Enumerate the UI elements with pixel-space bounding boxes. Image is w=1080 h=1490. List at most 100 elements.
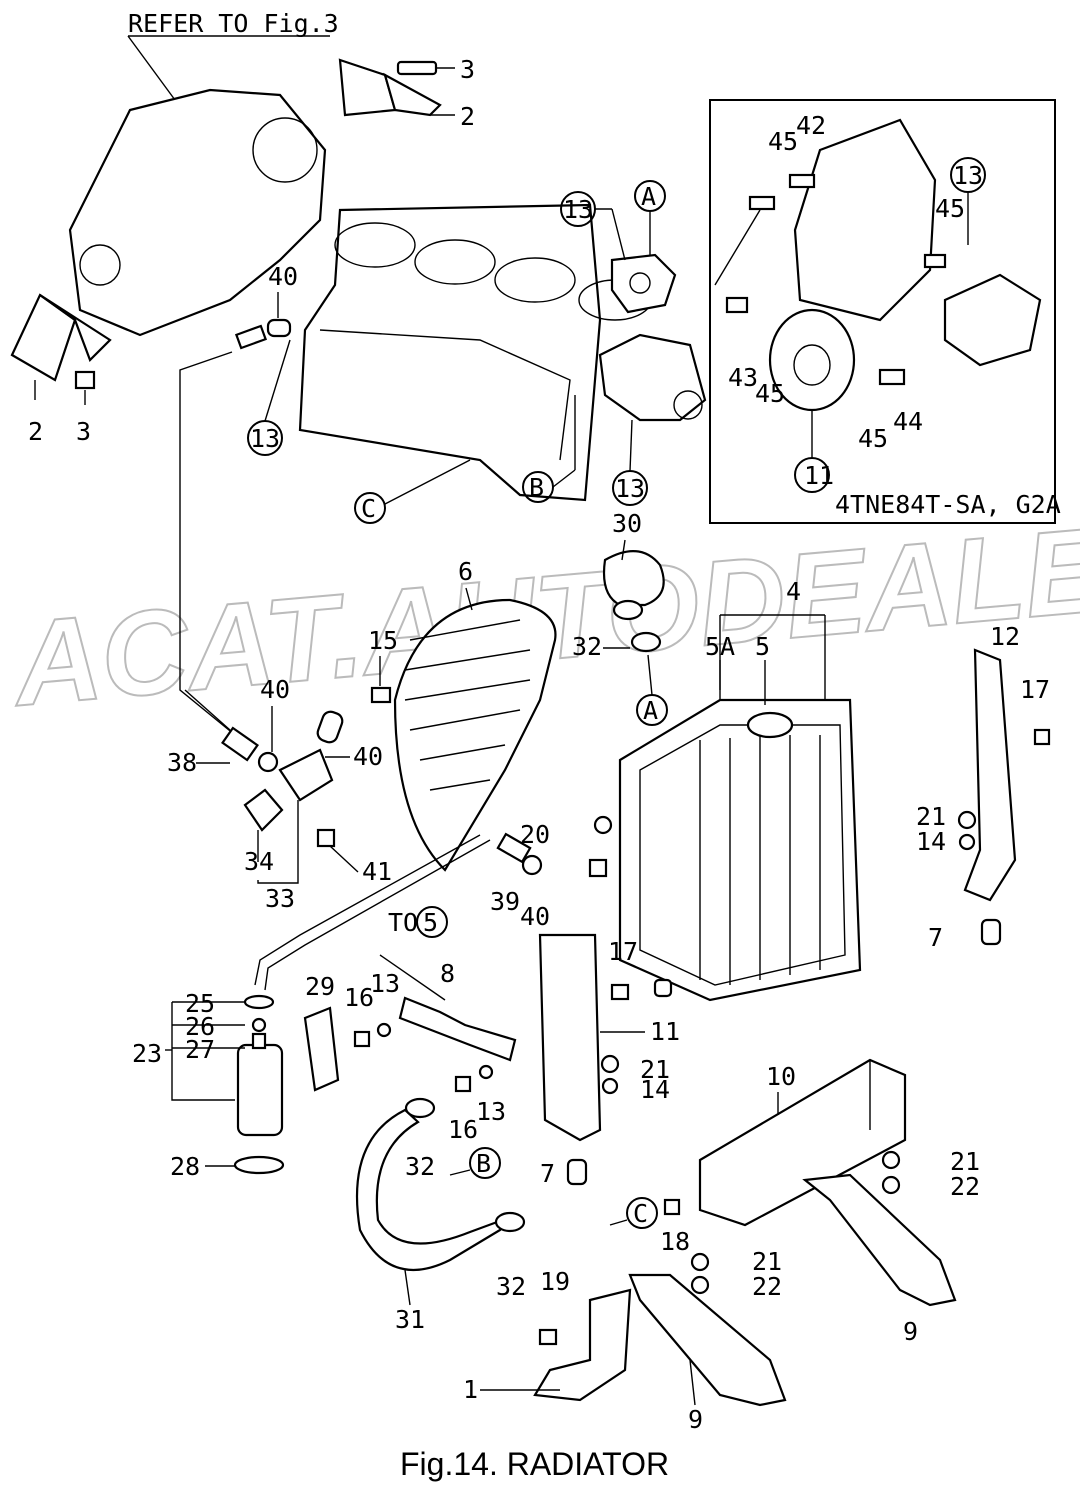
svg-text:TO: TO [388, 908, 418, 937]
svg-text:6: 6 [458, 557, 473, 586]
svg-text:13: 13 [563, 195, 593, 224]
svg-text:23: 23 [132, 1039, 162, 1068]
svg-text:25: 25 [185, 989, 215, 1018]
bolt-15 [370, 686, 392, 704]
rubber-mount-7-right [980, 918, 1002, 946]
svg-text:16: 16 [448, 1115, 478, 1144]
nut-21-right [957, 810, 977, 830]
svg-text:29: 29 [305, 972, 335, 1001]
hose-40-mid [316, 710, 344, 744]
bolt-17-right [1033, 728, 1051, 746]
svg-text:4: 4 [786, 577, 801, 606]
fan-shroud [393, 598, 557, 872]
svg-text:45: 45 [858, 424, 888, 453]
hose-39 [496, 832, 532, 864]
svg-text:13: 13 [370, 969, 400, 998]
hose-38 [221, 726, 259, 762]
variant-note: 4TNE84T-SA, G2A [835, 490, 1061, 519]
svg-text:12: 12 [990, 622, 1020, 651]
svg-text:40: 40 [520, 902, 550, 931]
variant-inset-box [709, 99, 1056, 524]
figure-title: Fig.14. RADIATOR [400, 1446, 669, 1482]
svg-text:40: 40 [268, 262, 298, 291]
svg-text:5: 5 [755, 632, 770, 661]
svg-text:34: 34 [244, 847, 274, 876]
svg-text:45: 45 [768, 127, 798, 156]
tube-27 [251, 1032, 267, 1050]
svg-text:2: 2 [28, 417, 43, 446]
svg-text:13: 13 [953, 161, 983, 190]
svg-text:43: 43 [728, 363, 758, 392]
bracket-2-top [338, 58, 397, 117]
svg-text:A: A [641, 182, 656, 211]
inset-timing-gear-case [793, 118, 937, 322]
svg-text:3: 3 [76, 417, 91, 446]
nut-22-far [881, 1175, 901, 1195]
engine-block [298, 203, 602, 502]
svg-text:7: 7 [928, 923, 943, 952]
svg-text:18: 18 [660, 1227, 690, 1256]
svg-text:32: 32 [405, 1152, 435, 1181]
inset-pipe-43 [725, 296, 749, 314]
frame-rail-9-left [628, 1273, 787, 1407]
svg-text:19: 19 [540, 1267, 570, 1296]
svg-text:13: 13 [476, 1097, 506, 1126]
svg-text:2: 2 [460, 102, 475, 131]
clamp-32-upper [404, 1097, 436, 1119]
svg-text:16: 16 [344, 983, 374, 1012]
radiator-core [618, 698, 862, 1002]
svg-text:C: C [633, 1199, 648, 1228]
svg-text:13: 13 [250, 424, 280, 453]
svg-text:31: 31 [395, 1305, 425, 1334]
clamp-30 [612, 599, 644, 621]
bracket-1 [533, 1288, 632, 1402]
inset-pipe-44 [878, 368, 906, 386]
svg-text:39: 39 [490, 887, 520, 916]
svg-text:22: 22 [752, 1272, 782, 1301]
svg-text:32: 32 [572, 632, 602, 661]
rubber-mount-7-center [566, 1158, 588, 1186]
ref-callouts: C B A A B C TO 5 [354, 180, 668, 1229]
bracket-2-left [10, 293, 77, 382]
svg-text:38: 38 [167, 748, 197, 777]
washer-14-left [601, 1077, 619, 1095]
gasket-26 [251, 1017, 267, 1033]
svg-text:40: 40 [353, 742, 383, 771]
svg-text:27: 27 [185, 1035, 215, 1064]
svg-text:45: 45 [755, 379, 785, 408]
svg-text:21: 21 [916, 802, 946, 831]
bolt-16-lower [454, 1075, 472, 1093]
svg-text:7: 7 [540, 1159, 555, 1188]
hose-pipe-top [234, 324, 268, 350]
svg-text:1: 1 [463, 1375, 478, 1404]
svg-text:26: 26 [185, 1012, 215, 1041]
bolt-20 [588, 858, 608, 878]
svg-text:17: 17 [608, 937, 638, 966]
water-pump [598, 333, 707, 422]
thermostat-housing [610, 253, 677, 314]
stay-8 [398, 996, 517, 1062]
bracket-11 [538, 933, 602, 1142]
svg-text:33: 33 [265, 884, 295, 913]
svg-text:21: 21 [640, 1055, 670, 1084]
svg-text:44: 44 [893, 407, 923, 436]
svg-text:41: 41 [362, 857, 392, 886]
bolt-3-top [396, 60, 438, 76]
svg-text:15: 15 [368, 626, 398, 655]
inset-pin-42 [788, 173, 816, 189]
svg-text:40: 40 [260, 675, 290, 704]
nut-22-near [690, 1275, 710, 1295]
svg-text:B: B [476, 1149, 491, 1178]
svg-text:42: 42 [796, 111, 826, 140]
washer-14-right [958, 833, 976, 851]
inset-water-pump [943, 273, 1042, 367]
nut-21-far [881, 1150, 901, 1170]
svg-text:14: 14 [916, 827, 946, 856]
inset-hose-45b [923, 253, 947, 269]
tank-band-28 [233, 1155, 285, 1175]
clamp-32-lower [494, 1211, 526, 1233]
svg-text:10: 10 [766, 1062, 796, 1091]
svg-text:9: 9 [903, 1317, 918, 1346]
nut-21-left [600, 1054, 620, 1074]
